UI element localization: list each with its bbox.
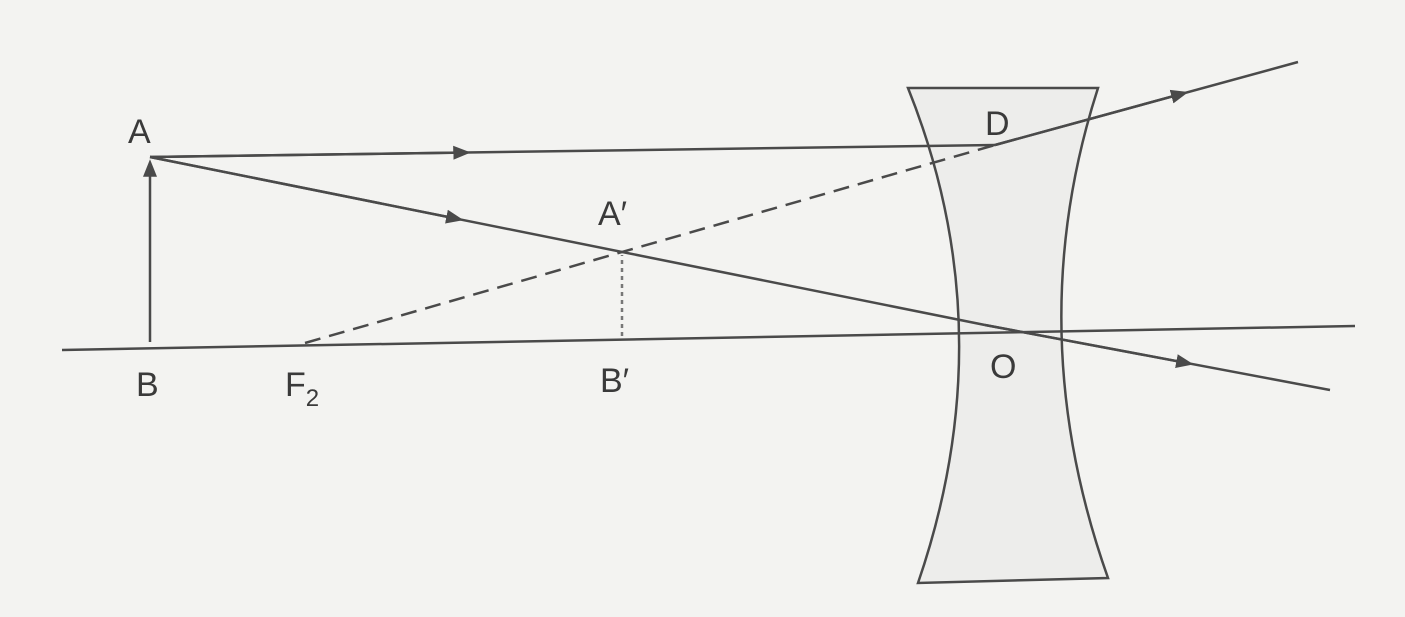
- label-A-prime: A′: [598, 195, 627, 233]
- label-A: A: [128, 113, 151, 151]
- emergent-ray-arrow: [984, 323, 1194, 368]
- concave-lens: [906, 86, 1110, 585]
- label-F2: F2: [285, 366, 319, 412]
- ray-parallel-arrow: [149, 145, 471, 160]
- ray-center-arrow: [149, 155, 464, 224]
- principal-axis: [61, 324, 1356, 352]
- label-F2-sub: 2: [306, 385, 319, 412]
- refracted-ray-arrow: [994, 89, 1189, 147]
- virtual-ray-dashed-F2-D: [304, 143, 996, 345]
- label-B-prime: B′: [600, 362, 629, 400]
- label-O: O: [990, 348, 1016, 386]
- label-B: B: [136, 366, 159, 404]
- label-D: D: [985, 105, 1010, 143]
- label-F2-main: F: [285, 366, 306, 404]
